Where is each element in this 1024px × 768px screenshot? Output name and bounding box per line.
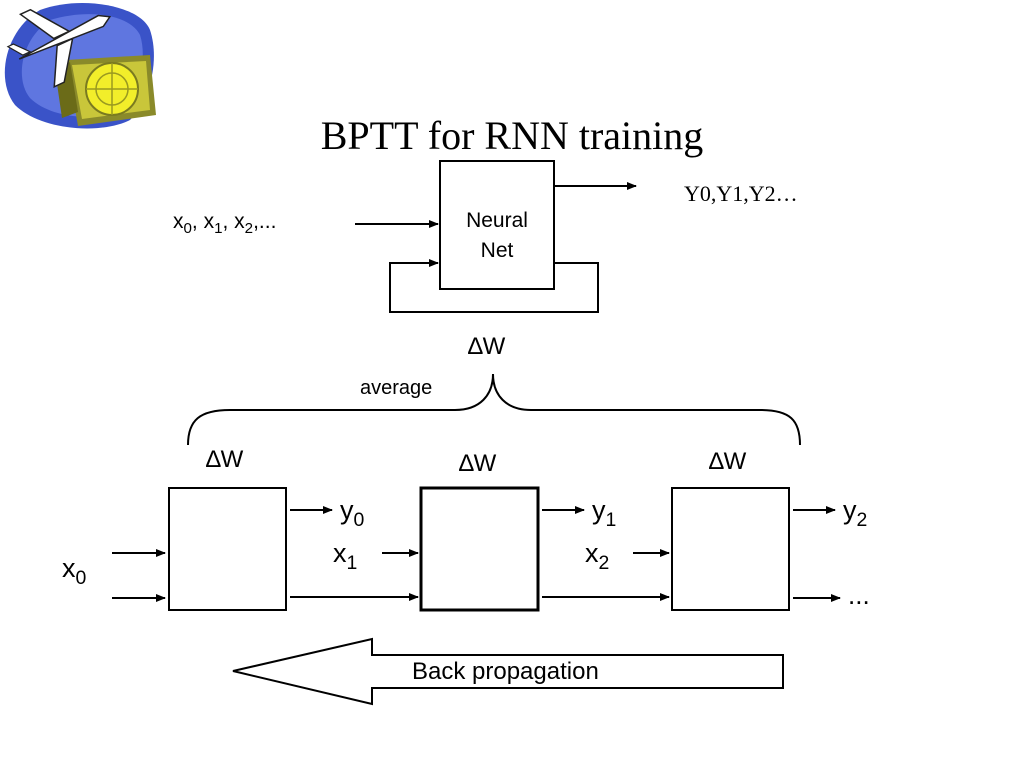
neural-net-label-line2: Net (480, 239, 514, 262)
delta-w-step-2: ∆W (709, 448, 747, 475)
input-label-2: x2 (585, 538, 610, 574)
timestep-box-1 (419, 486, 540, 612)
back-propagation-arrow (232, 637, 784, 706)
output-label-2: y2 (843, 495, 868, 531)
neural-net-label-line1: Neural (466, 209, 528, 232)
neural-net-box (439, 160, 555, 290)
input-sequence-label: x0, x1, x2,... (173, 210, 277, 238)
delta-w-step-1: ∆W (459, 450, 497, 477)
continuation-ellipsis: ... (848, 580, 870, 610)
back-propagation-label: Back propagation (412, 658, 599, 685)
delta-w-total: ∆W (468, 333, 506, 360)
average-label: average (360, 377, 433, 399)
delta-w-step-0: ∆W (206, 446, 244, 473)
output-label-1: y1 (592, 495, 617, 531)
page-title: BPTT for RNN training (320, 113, 704, 158)
input-label-0: x0 (62, 553, 87, 589)
recurrent-loop (389, 259, 599, 313)
average-brace (187, 373, 801, 446)
timestep-box-0 (168, 487, 287, 611)
timestep-box-2 (671, 487, 790, 611)
input-label-1: x1 (333, 538, 358, 574)
output-sequence-label: Y0,Y1,Y2… (684, 181, 798, 206)
airplane-radar-logo-icon (4, 2, 156, 129)
output-label-0: y0 (340, 495, 365, 531)
